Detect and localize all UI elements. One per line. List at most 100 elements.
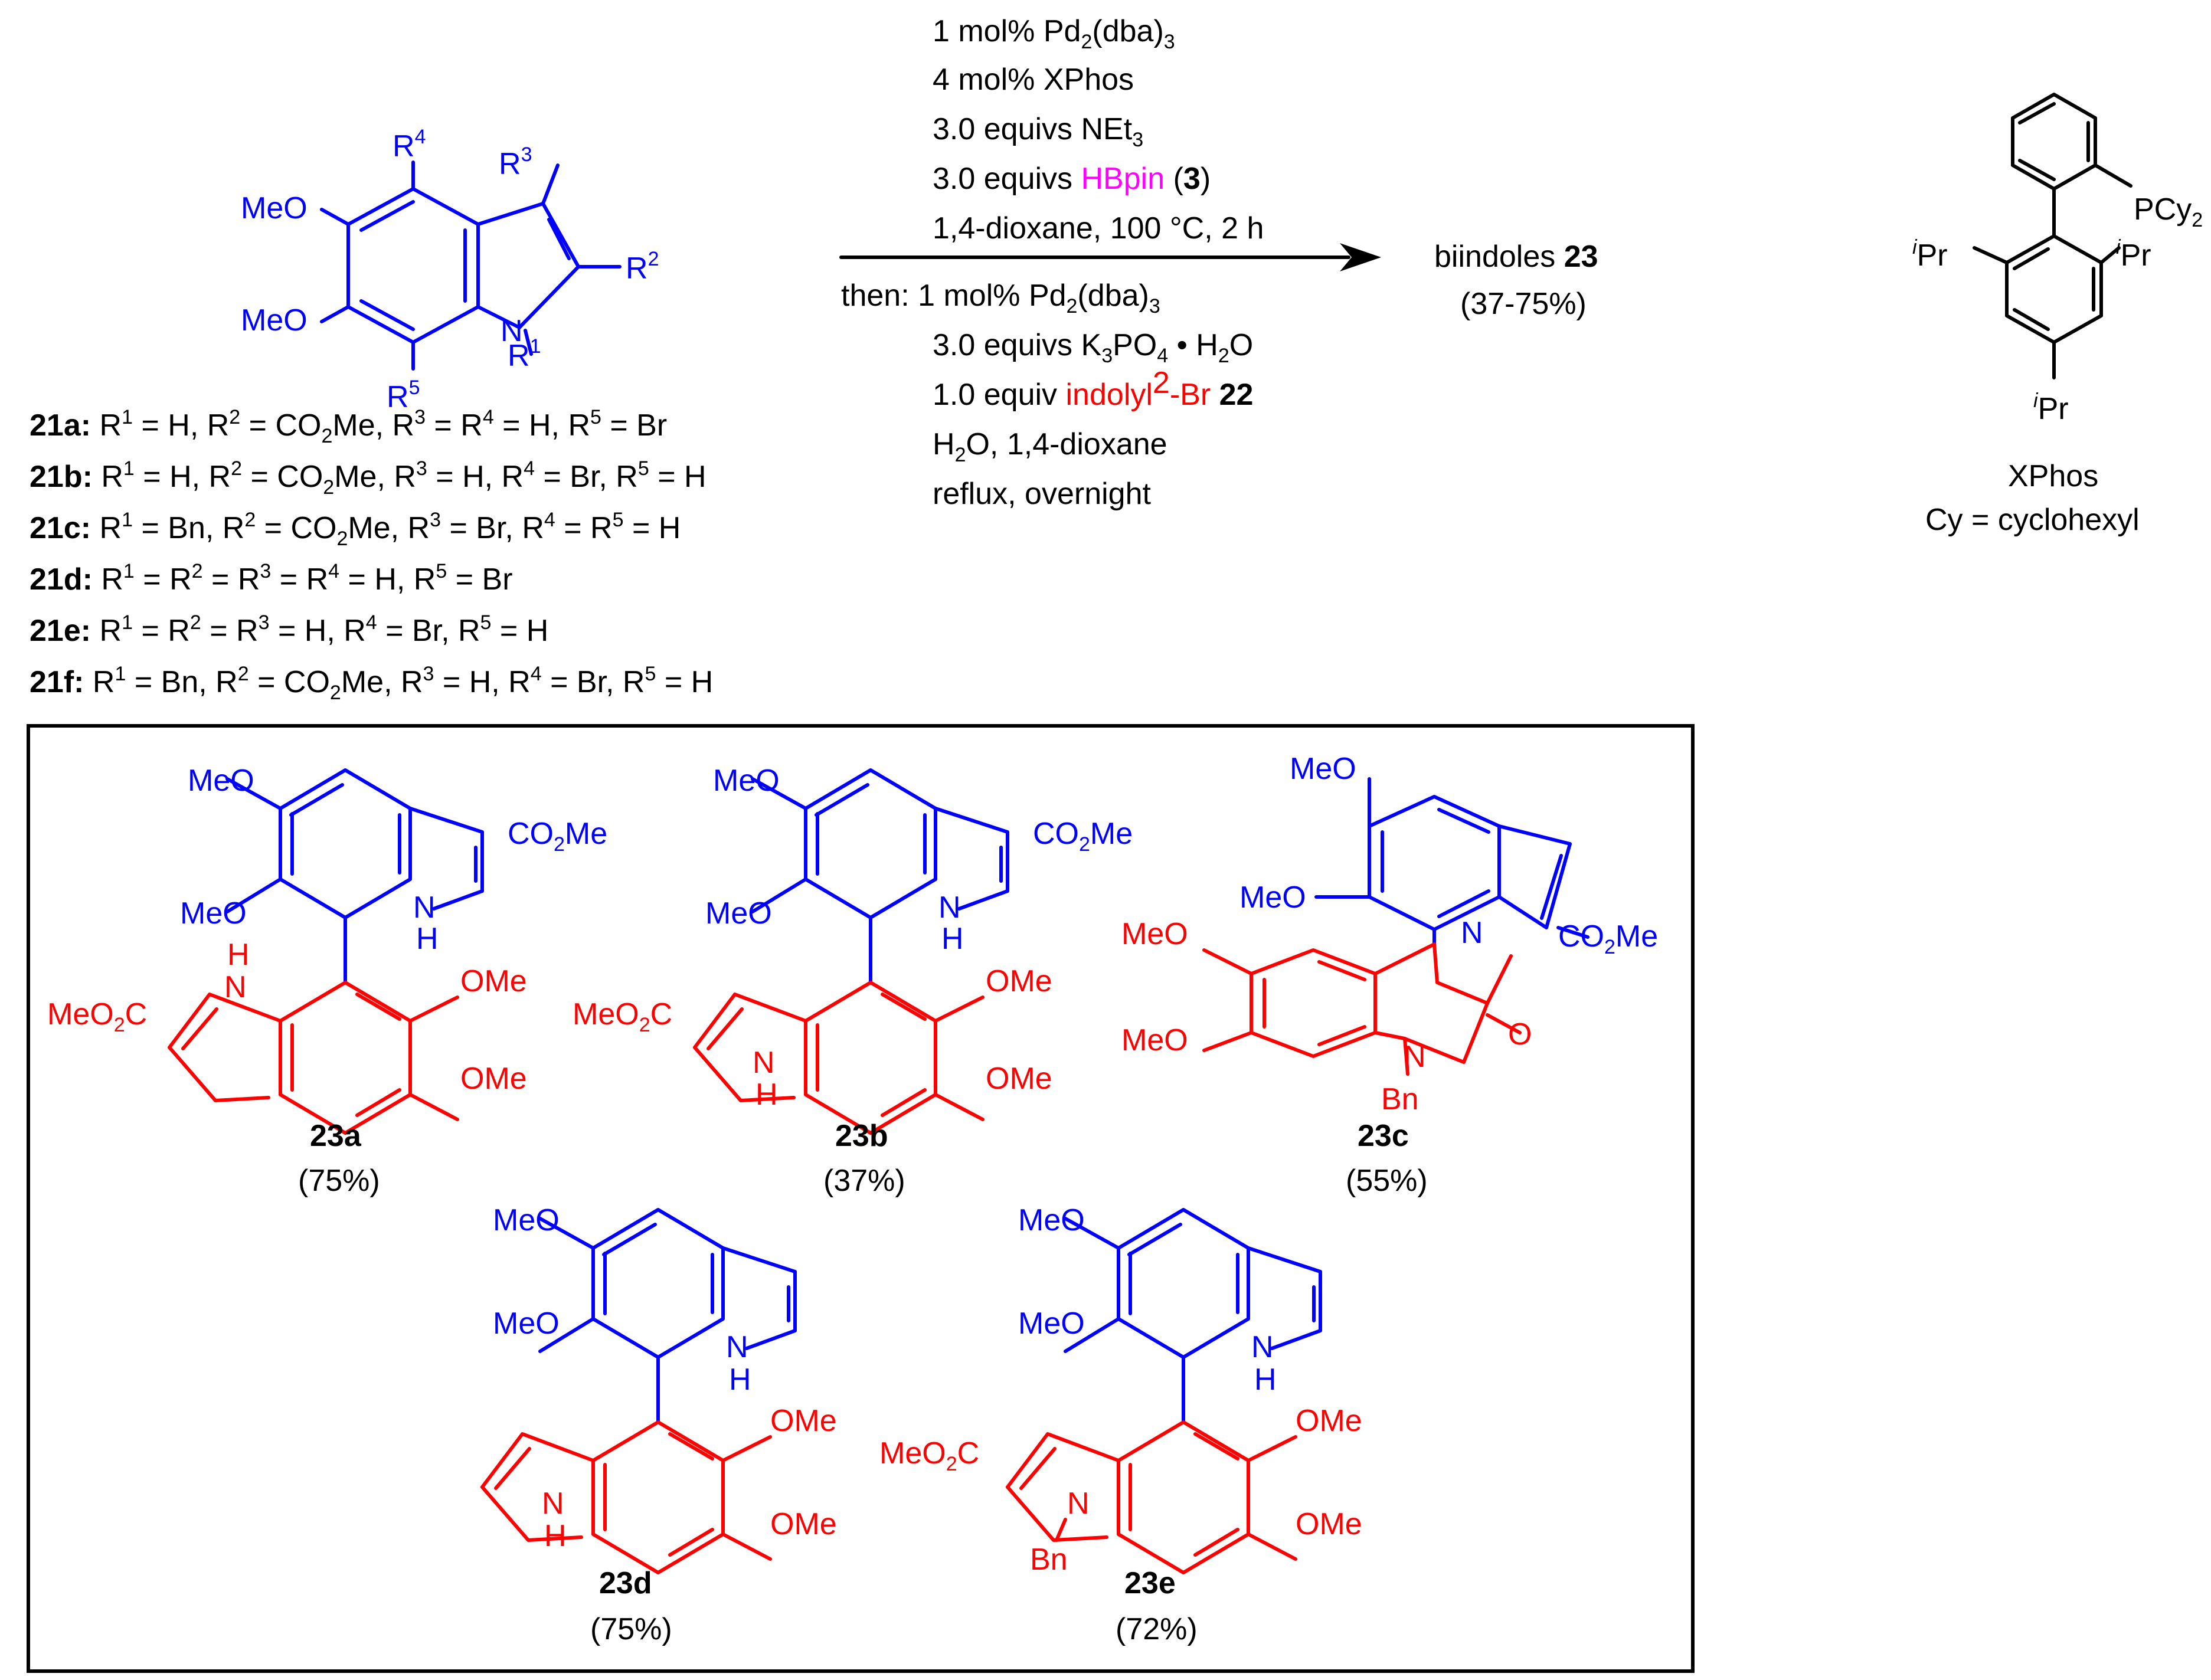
svg-text:23d: 23d — [599, 1566, 652, 1600]
svg-text:OMe: OMe — [460, 964, 527, 998]
svg-text:1 mol% Pd2(dba)3: 1 mol% Pd2(dba)3 — [933, 14, 1175, 53]
svg-text:(72%): (72%) — [1116, 1612, 1198, 1646]
svg-text:(37%): (37%) — [823, 1164, 905, 1198]
svg-text:Bn: Bn — [1030, 1543, 1068, 1577]
svg-text:H: H — [729, 1363, 751, 1397]
svg-text:Cy = cyclohexyl: Cy = cyclohexyl — [1925, 503, 2140, 537]
svg-text:MeO2C: MeO2C — [879, 1436, 979, 1475]
svg-text:21c: R1 = Bn, R2 = CO2Me, R3 =: 21c: R1 = Bn, R2 = CO2Me, R3 = Br, R4 = … — [30, 509, 681, 550]
svg-text:N: N — [224, 970, 247, 1004]
svg-text:O: O — [1508, 1017, 1532, 1052]
svg-text:N: N — [413, 890, 436, 925]
product-summary: biindoles 23 (37-75%) — [1434, 240, 1598, 321]
substituent-list: 21a: R1 = H, R2 = CO2Me, R3 = R4 = H, R5… — [30, 406, 713, 704]
svg-text:1,4-dioxane, 100 °C, 2 h: 1,4-dioxane, 100 °C, 2 h — [933, 211, 1264, 245]
svg-text:OMe: OMe — [1296, 1507, 1362, 1541]
svg-text:iPr: iPr — [2116, 236, 2151, 273]
product-23e-structure: MeO MeO N H OMe OMe MeO2C N Bn 23e (72%) — [879, 1203, 1362, 1646]
svg-text:MeO: MeO — [493, 1203, 560, 1237]
svg-text:N: N — [938, 890, 961, 925]
svg-text:R3: R3 — [499, 143, 532, 181]
substrate-21-structure: R4 R3 R2 N R1 R5 MeO MeO — [241, 126, 659, 414]
svg-text:CO2Me: CO2Me — [1033, 817, 1133, 856]
svg-text:N: N — [542, 1486, 564, 1521]
svg-text:(75%): (75%) — [298, 1164, 380, 1198]
svg-text:H: H — [755, 1078, 778, 1112]
svg-text:3.0 equivs NEt3: 3.0 equivs NEt3 — [933, 112, 1143, 151]
svg-text:R2: R2 — [626, 248, 659, 286]
svg-text:MeO: MeO — [241, 303, 308, 338]
svg-text:OMe: OMe — [770, 1507, 837, 1541]
svg-text:MeO: MeO — [1121, 1023, 1188, 1057]
svg-text:MeO: MeO — [1018, 1306, 1085, 1341]
svg-text:XPhos: XPhos — [2008, 459, 2098, 493]
product-23d-structure: MeO MeO N H OMe OMe N H 23d (75%) — [482, 1203, 837, 1646]
svg-text:MeO2C: MeO2C — [573, 997, 672, 1036]
product-23a-structure: MeO MeO CO2Me N H OMe OMe MeO2C H N 23a … — [47, 764, 607, 1198]
svg-text:23c: 23c — [1358, 1119, 1409, 1153]
svg-text:N: N — [1404, 1040, 1426, 1074]
svg-text:then: 1 mol% Pd2(dba)3: then: 1 mol% Pd2(dba)3 — [841, 279, 1160, 317]
products-box — [27, 724, 1695, 1673]
svg-text:23b: 23b — [835, 1119, 888, 1153]
svg-text:CO2Me: CO2Me — [508, 817, 607, 856]
svg-text:R1: R1 — [508, 335, 541, 373]
r4-label: R — [393, 129, 415, 163]
svg-text:H: H — [544, 1519, 567, 1553]
svg-text:iPr: iPr — [1912, 236, 1948, 273]
svg-text:21a: R1 = H, R2 = CO2Me, R3 =: 21a: R1 = H, R2 = CO2Me, R3 = R4 = H, R5… — [30, 406, 667, 447]
svg-text:3.0 equivs K3PO4 • H2O: 3.0 equivs K3PO4 • H2O — [933, 328, 1253, 367]
svg-text:MeO: MeO — [180, 896, 247, 931]
svg-text:N: N — [501, 314, 523, 348]
reaction-conditions: 1 mol% Pd2(dba)3 4 mol% XPhos 3.0 equivs… — [839, 14, 1381, 511]
svg-text:MeO: MeO — [1239, 880, 1306, 915]
svg-text:MeO: MeO — [493, 1306, 560, 1341]
svg-text:H2O, 1,4-dioxane: H2O, 1,4-dioxane — [933, 427, 1167, 466]
xphos-structure: PCy2 iPr iPr iPr XPhos Cy = cyclohexyl — [1912, 93, 2203, 537]
svg-text:MeO: MeO — [705, 896, 772, 931]
product-23b-structure: MeO MeO CO2Me N H OMe OMe MeO2C N H 23b … — [573, 764, 1133, 1198]
svg-text:21e: R1 = R2 = R3 = H, R4 = Br: 21e: R1 = R2 = R3 = H, R4 = Br, R5 = H — [30, 611, 548, 648]
svg-text:21f: R1 = Bn, R2 = CO2Me, R3 =: 21f: R1 = Bn, R2 = CO2Me, R3 = H, R4 = B… — [30, 663, 713, 704]
svg-text:CO2Me: CO2Me — [1558, 919, 1658, 958]
svg-text:N: N — [1067, 1486, 1090, 1521]
svg-text:PCy2: PCy2 — [2134, 192, 2203, 231]
svg-text:H: H — [227, 938, 250, 972]
svg-text:N: N — [753, 1046, 775, 1080]
svg-text:N: N — [1461, 916, 1483, 950]
svg-text:MeO: MeO — [241, 191, 308, 225]
svg-text:MeO: MeO — [1290, 752, 1356, 786]
svg-text:OMe: OMe — [1296, 1404, 1362, 1438]
svg-text:R4: R4 — [393, 126, 426, 163]
svg-text:MeO: MeO — [713, 764, 780, 798]
svg-text:21d: R1 = R2 = R3 = R4 = H, R: 21d: R1 = R2 = R3 = R4 = H, R5 = Br — [30, 560, 513, 597]
product-23c-structure: MeO MeO N CO2Me MeO MeO O N Bn 23c (55%) — [1121, 752, 1658, 1198]
svg-text:H: H — [941, 922, 964, 956]
svg-text:23a: 23a — [310, 1119, 362, 1153]
svg-text:OMe: OMe — [770, 1404, 837, 1438]
svg-text:3.0 equivs HBpin (3): 3.0 equivs HBpin (3) — [933, 162, 1211, 196]
svg-text:R5: R5 — [387, 376, 420, 414]
svg-text:OMe: OMe — [986, 1062, 1052, 1096]
svg-text:biindoles 23: biindoles 23 — [1434, 240, 1598, 274]
svg-text:Bn: Bn — [1381, 1082, 1419, 1116]
svg-text:OMe: OMe — [460, 1062, 527, 1096]
svg-text:MeO: MeO — [188, 764, 254, 798]
svg-text:MeO2C: MeO2C — [47, 997, 147, 1036]
svg-text:H: H — [416, 922, 439, 956]
svg-text:(75%): (75%) — [590, 1612, 672, 1646]
svg-text:H: H — [1254, 1363, 1277, 1397]
svg-text:23e: 23e — [1124, 1566, 1176, 1600]
svg-text:1.0 equiv indolyl2-Br 22: 1.0 equiv indolyl2-Br 22 — [933, 366, 1253, 412]
svg-text:MeO: MeO — [1018, 1203, 1085, 1237]
svg-text:4 mol% XPhos: 4 mol% XPhos — [933, 63, 1134, 97]
reaction-arrow-head — [1340, 243, 1381, 271]
svg-text:OMe: OMe — [986, 964, 1052, 998]
svg-text:21b: R1 = H, R2 = CO2Me, R3 =: 21b: R1 = H, R2 = CO2Me, R3 = H, R4 = Br… — [30, 457, 707, 499]
svg-text:(55%): (55%) — [1346, 1164, 1428, 1198]
svg-text:MeO: MeO — [1121, 917, 1188, 951]
svg-text:reflux, overnight: reflux, overnight — [933, 477, 1152, 511]
svg-text:N: N — [726, 1330, 748, 1364]
svg-text:(37-75%): (37-75%) — [1460, 287, 1587, 321]
